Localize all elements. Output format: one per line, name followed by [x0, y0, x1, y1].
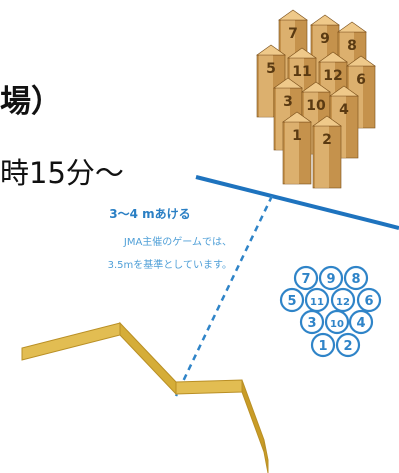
diagram-circle: [318, 265, 344, 291]
diagram-circle: [343, 265, 369, 291]
diagram-pin-10: 10: [324, 309, 350, 335]
pin-number: 10: [306, 98, 326, 114]
pin-top: [318, 51, 348, 63]
diagram-number: 8: [351, 272, 360, 287]
pin-number: 6: [356, 72, 366, 88]
pin-top: [282, 111, 312, 123]
diagram-circle: [335, 332, 361, 358]
diagram-circle: [279, 287, 305, 313]
pin-top: [310, 14, 340, 26]
diagram-number: 2: [343, 339, 352, 354]
diagram-number: 4: [356, 316, 365, 331]
pin-number: 8: [347, 38, 357, 54]
pin-top: [287, 47, 317, 59]
pin-2: 2: [312, 115, 342, 189]
diagram-number: 10: [330, 319, 344, 330]
pin-number: 1: [292, 128, 302, 144]
pin-top: [301, 81, 331, 93]
pin-5: 5: [256, 44, 286, 118]
diagram-circle: [324, 309, 350, 335]
diagram-circle: [356, 287, 382, 313]
court-line: [195, 175, 399, 230]
pin-highlight: [315, 126, 329, 188]
pin-top: [278, 9, 308, 21]
diagram-pin-9: 9: [318, 265, 344, 291]
pin-highlight: [259, 55, 273, 117]
start-time-text: 時15分～: [0, 156, 124, 190]
pin-number: 12: [323, 68, 342, 84]
rule-note-line-2: 3.5mを基準としています。: [107, 260, 232, 271]
distance-label: 3〜4 mあける: [109, 207, 191, 221]
diagram-pin-7: 7: [293, 265, 319, 291]
heading-venue: 場）: [0, 84, 62, 120]
diagram-number: 3: [307, 316, 316, 331]
pin-highlight: [285, 122, 299, 184]
diagram-number: 11: [310, 297, 324, 308]
diagram-number: 7: [301, 272, 310, 287]
diagram-pin-5: 5: [279, 287, 305, 313]
diagram-number: 12: [336, 297, 350, 308]
pin-number: 9: [320, 31, 330, 47]
diagram-number: 6: [364, 294, 373, 309]
rule-note-line-1: JMA主催のゲームでは、: [123, 237, 232, 248]
diagram-circle: [310, 332, 336, 358]
pin-number: 4: [339, 102, 349, 118]
diagram-circle: [299, 309, 325, 335]
pin-1: 1: [282, 111, 312, 185]
pin-number: 5: [266, 61, 276, 77]
pin-top: [329, 85, 359, 97]
distance-dashed-line: [174, 195, 274, 397]
pin-number: 7: [288, 26, 298, 42]
diagram-pin-12: 12: [330, 287, 356, 313]
diagram-number: 9: [326, 272, 335, 287]
pin-number: 3: [283, 94, 293, 110]
diagram-number: 1: [318, 339, 327, 354]
pin-top: [312, 115, 342, 127]
diagram-circle: [348, 309, 374, 335]
diagram-pin-1: 1: [310, 332, 336, 358]
pin-top: [346, 55, 376, 67]
pin-top: [256, 44, 286, 56]
pin-top: [273, 77, 303, 89]
pin-number: 2: [322, 132, 332, 148]
diagram-circle: [330, 287, 356, 313]
pin-number: 11: [292, 64, 311, 80]
diagram-pin-11: 11: [304, 287, 330, 313]
diagram-number: 5: [287, 294, 296, 309]
diagram-circle: [293, 265, 319, 291]
throwing-bar-icon: [21, 321, 269, 473]
pin-top: [337, 21, 367, 33]
diagram-pin-8: 8: [343, 265, 369, 291]
diagram-pin-2: 2: [335, 332, 361, 358]
diagram-pin-4: 4: [348, 309, 374, 335]
diagram-pin-6: 6: [356, 287, 382, 313]
diagram-pin-3: 3: [299, 309, 325, 335]
